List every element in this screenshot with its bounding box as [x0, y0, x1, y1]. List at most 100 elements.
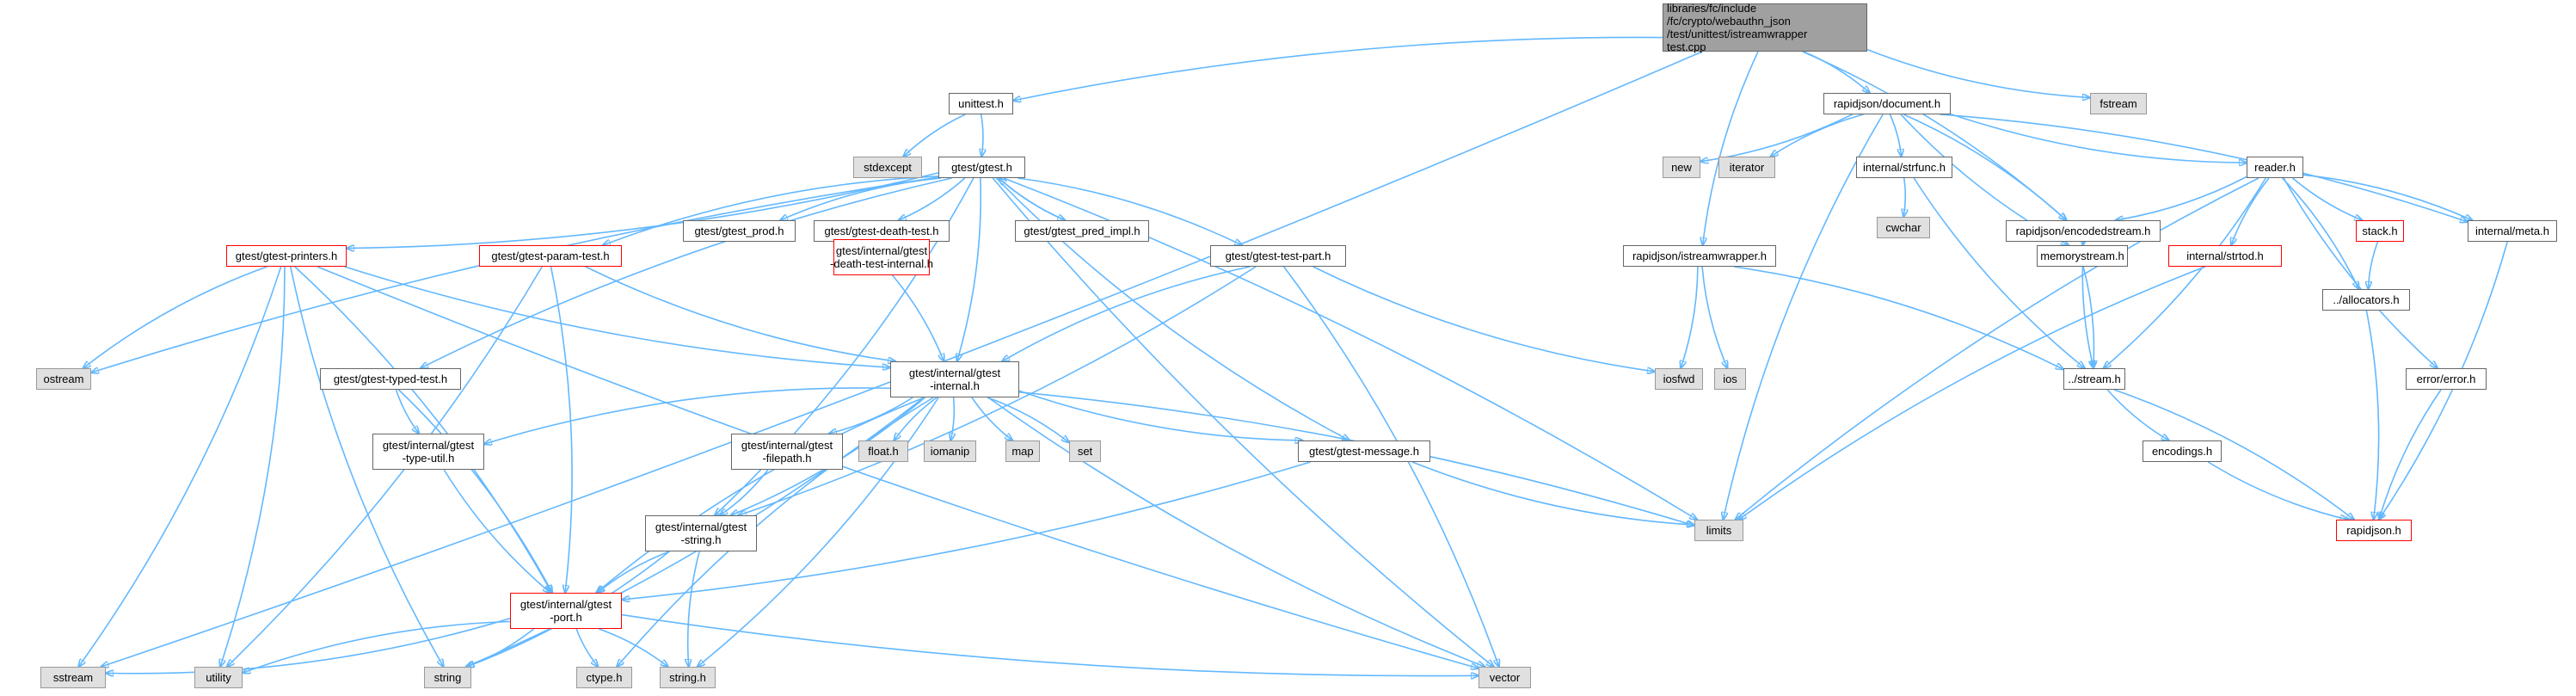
node-label: stdexcept	[864, 161, 912, 174]
edge-gtest-message-to-limits	[1412, 462, 1694, 525]
node-new: new	[1663, 157, 1700, 178]
node-label: gtest/internal/gtest -filepath.h	[741, 439, 833, 465]
node-map: map	[1005, 440, 1040, 462]
node-label: fstream	[2100, 97, 2136, 110]
node-label: gtest/internal/gtest -type-util.h	[383, 439, 474, 465]
edge-gtest-typed-to-gtest-port	[399, 390, 553, 593]
node-cwchar: cwchar	[1877, 217, 1930, 238]
edge-strtod-to-limits	[1739, 267, 2205, 520]
node-strtod[interactable]: internal/strtod.h	[2168, 245, 2282, 267]
edge-type-util-to-gtest-port	[444, 470, 550, 593]
edge-rj-document-to-reader-h	[1951, 114, 2247, 163]
node-label: gtest/gtest.h	[951, 161, 1012, 174]
node-gtest-test-part[interactable]: gtest/gtest-test-part.h	[1210, 245, 1346, 267]
edge-unittest-h-to-stdexcept	[903, 114, 965, 157]
node-ios: ios	[1714, 368, 1746, 390]
node-label: gtest/gtest-test-part.h	[1226, 249, 1331, 262]
node-label: error/error.h	[2417, 373, 2476, 385]
node-encodedstream[interactable]: rapidjson/encodedstream.h	[2006, 220, 2161, 242]
edge-gtest-string-to-string-h	[688, 551, 699, 667]
edge-unittest-h-to-gtest-h	[981, 114, 983, 157]
node-label: internal/strtod.h	[2186, 249, 2264, 262]
node-internal-meta[interactable]: internal/meta.h	[2468, 220, 2557, 242]
node-iosfwd: iosfwd	[1655, 368, 1703, 390]
node-gtest-string[interactable]: gtest/internal/gtest -string.h	[645, 515, 757, 551]
edge-gtest-printers-to-gtest-port	[295, 267, 552, 593]
edge-gtest-h-to-gtest-death	[899, 178, 965, 220]
node-reader-h[interactable]: reader.h	[2247, 157, 2303, 178]
node-type-util[interactable]: gtest/internal/gtest -type-util.h	[372, 434, 484, 470]
edge-death-internal-to-gtest-internal	[893, 275, 944, 361]
node-stack-h[interactable]: stack.h	[2356, 220, 2404, 242]
node-label: new	[1671, 161, 1692, 174]
node-label: unittest.h	[958, 97, 1004, 110]
edge-rj-document-to-iterator	[1771, 114, 1864, 157]
node-label: gtest/internal/gtest -string.h	[655, 520, 747, 546]
edge-reader-h-to-internal-meta	[2303, 175, 2472, 220]
node-label: internal/strfunc.h	[1863, 161, 1946, 174]
node-gtest-param[interactable]: gtest/gtest-param-test.h	[479, 245, 622, 267]
edge-stream-h-to-encodings	[2107, 390, 2169, 440]
node-gtest-typed[interactable]: gtest/gtest-typed-test.h	[320, 368, 461, 390]
edge-istreamwrapper-to-iosfwd	[1681, 267, 1698, 368]
node-gtest-internal[interactable]: gtest/internal/gtest -internal.h	[890, 361, 1019, 397]
edge-rj-document-to-internal-meta	[1940, 114, 2468, 222]
node-limits: limits	[1694, 520, 1743, 541]
edge-rj-document-to-strfunc	[1890, 114, 1901, 157]
edge-gtest-test-part-to-gtest-internal	[1002, 267, 1250, 361]
node-rapidjson-h[interactable]: rapidjson.h	[2336, 520, 2412, 541]
node-label: gtest/gtest-printers.h	[236, 249, 338, 262]
node-label: string.h	[669, 671, 706, 684]
edge-allocators-to-rapidjson-h	[2366, 311, 2378, 520]
node-gtest-printers[interactable]: gtest/gtest-printers.h	[226, 245, 347, 267]
node-allocators[interactable]: ../allocators.h	[2322, 289, 2410, 311]
node-memorystream[interactable]: memorystream.h	[2037, 245, 2128, 267]
node-gtest-pred[interactable]: gtest/gtest_pred_impl.h	[1015, 220, 1149, 242]
node-label: rapidjson/encodedstream.h	[2016, 225, 2151, 237]
node-gtest-prod[interactable]: gtest/gtest_prod.h	[683, 220, 796, 242]
edge-encodings-to-rapidjson-h	[2208, 462, 2347, 520]
edge-gtest-port-to-string	[467, 629, 534, 667]
node-istreamwrapper[interactable]: rapidjson/istreamwrapper.h	[1623, 245, 1776, 267]
node-gtest-message[interactable]: gtest/gtest-message.h	[1298, 440, 1430, 462]
node-label: memorystream.h	[2040, 249, 2124, 262]
edge-gtest-test-part-to-vector	[1284, 267, 1499, 667]
node-strfunc[interactable]: internal/strfunc.h	[1856, 157, 1952, 178]
edge-stack-h-to-allocators	[2369, 242, 2378, 289]
node-utility: utility	[194, 667, 243, 688]
node-filepath[interactable]: gtest/internal/gtest -filepath.h	[731, 434, 843, 470]
node-encodings[interactable]: encodings.h	[2143, 440, 2222, 462]
node-label: float.h	[868, 445, 898, 458]
node-label: gtest/internal/gtest -death-test-interna…	[830, 244, 933, 270]
node-gtest-port[interactable]: gtest/internal/gtest -port.h	[510, 593, 622, 629]
node-label: rapidjson.h	[2346, 524, 2401, 537]
node-label: sstream	[53, 671, 93, 684]
edge-reader-h-to-stack-h	[2293, 178, 2363, 220]
node-unittest-h[interactable]: unittest.h	[949, 93, 1013, 114]
edge-gtest-param-to-gtest-port	[551, 267, 573, 593]
node-label: gtest/internal/gtest -port.h	[520, 598, 612, 624]
node-death-internal[interactable]: gtest/internal/gtest -death-test-interna…	[833, 239, 930, 275]
node-root: libraries/fc/include /fc/crypto/webauthn…	[1663, 3, 1867, 52]
edge-gtest-port-to-sstream	[106, 619, 510, 674]
edge-gtest-port-to-ctype-h	[576, 629, 598, 667]
node-label: gtest/internal/gtest -internal.h	[909, 366, 1000, 392]
node-gtest-h[interactable]: gtest/gtest.h	[938, 157, 1025, 178]
edge-istreamwrapper-to-ios	[1702, 267, 1727, 368]
node-label: gtest/gtest-death-test.h	[825, 225, 939, 237]
node-stream-h[interactable]: ../stream.h	[2063, 368, 2125, 390]
node-fstream: fstream	[2090, 93, 2147, 114]
node-label: utility	[206, 671, 231, 684]
node-label: ios	[1723, 373, 1737, 385]
node-vector: vector	[1479, 667, 1531, 688]
node-error-h[interactable]: error/error.h	[2406, 368, 2487, 390]
node-ostream: ostream	[36, 368, 91, 390]
node-label: reader.h	[2254, 161, 2296, 174]
node-label: encodings.h	[2152, 445, 2212, 458]
node-label: vector	[1490, 671, 1520, 684]
edge-reader-h-to-encodedstream	[2116, 177, 2247, 221]
node-rj-document[interactable]: rapidjson/document.h	[1823, 93, 1951, 114]
node-label: stack.h	[2362, 225, 2397, 237]
